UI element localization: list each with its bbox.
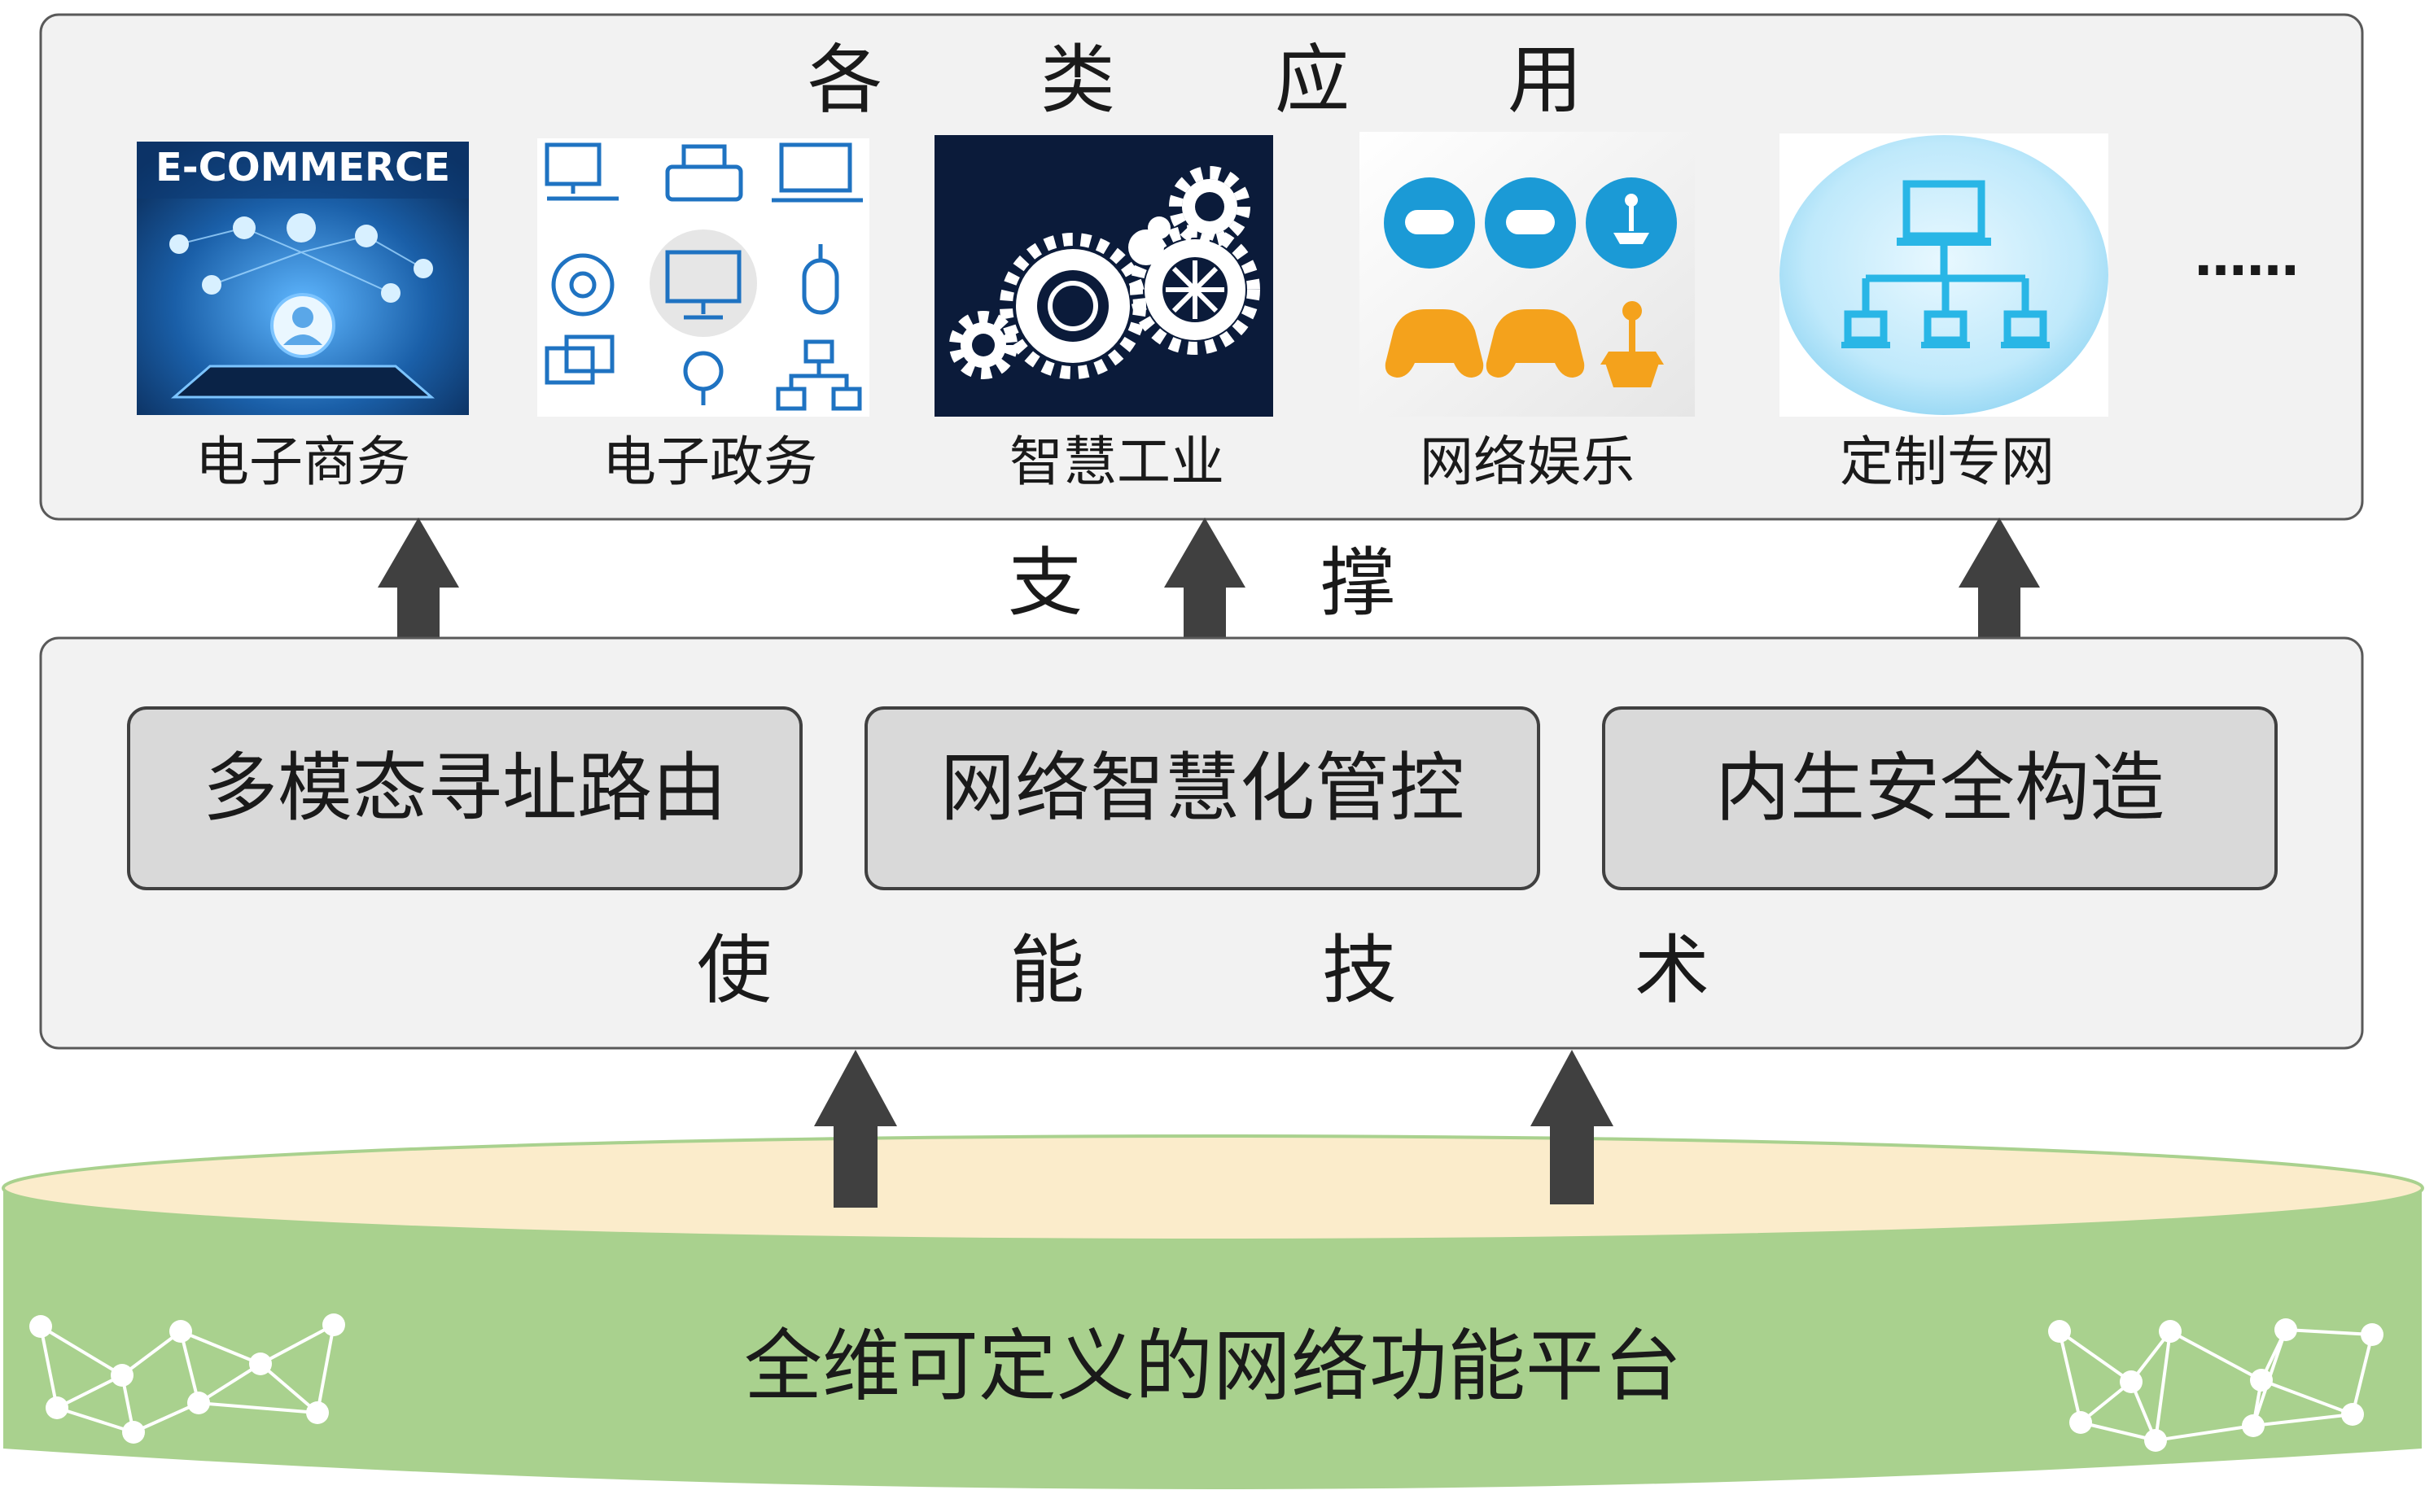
applications-title-char: 各	[808, 37, 882, 124]
platform-cylinder: 全维可定义的网络功能平台	[2, 1134, 2424, 1489]
tech-label: 内生安全构造	[1715, 745, 2165, 832]
ecommerce-image-text: E-COMMERCE	[155, 145, 450, 190]
app-label: 定制专网	[1840, 430, 2055, 493]
network-graph-left	[29, 1313, 345, 1444]
gears-image	[935, 135, 1273, 417]
app-network-entertainment: 网络娱乐	[1359, 132, 1695, 493]
app-egovernment: 电子政务	[537, 138, 869, 493]
tech-box-intelligent-management	[865, 706, 1540, 890]
tech-label: 多模态寻址路由	[203, 745, 727, 832]
app-label: 智慧工业	[1009, 430, 1224, 493]
support-arrow	[1959, 518, 2040, 643]
support-arrow	[378, 518, 459, 643]
applications-title-char: 类	[1040, 37, 1115, 124]
support-label-char: 撑	[1320, 540, 1395, 627]
enabling-arrow	[814, 1050, 897, 1208]
platform-label: 全维可定义的网络功能平台	[744, 1321, 1682, 1412]
app-custom-private-network: 定制专网	[1779, 133, 2108, 493]
egovernment-devices-image	[537, 138, 869, 417]
enabling-arrow	[1530, 1050, 1613, 1204]
more-applications-ellipsis: ……	[2195, 228, 2299, 288]
ecommerce-image: E-COMMERCE	[137, 142, 469, 415]
game-controllers-image	[1359, 132, 1695, 417]
support-arrow	[1164, 518, 1245, 653]
enabling-arrows	[814, 1050, 1613, 1208]
app-label: 网络娱乐	[1420, 430, 1635, 493]
support-arrows	[378, 518, 2040, 653]
network-graph-right	[2048, 1318, 2383, 1452]
tech-label: 网络智慧化管控	[940, 745, 1464, 832]
app-label: 电子商务	[195, 430, 410, 493]
applications-title-char: 用	[1508, 37, 1582, 124]
enabling-label-char: 使	[697, 927, 772, 1014]
enabling-label-char: 能	[1009, 927, 1084, 1014]
enabling-label-char: 技	[1322, 927, 1397, 1014]
support-label-char: 支	[1008, 540, 1083, 627]
applications-title-char: 应	[1275, 37, 1350, 124]
app-label: 电子政务	[602, 430, 817, 493]
tech-box-multimodal-routing	[127, 706, 803, 890]
enabling-technologies-panel: 多模态寻址路由 网络智慧化管控 内生安全构造 使 能 技 术	[39, 636, 2364, 1050]
enabling-label-char: 术	[1635, 927, 1709, 1014]
applications-panel: 各 类 应 用 E-COMMERCE	[39, 13, 2364, 521]
app-ecommerce: E-COMMERCE 电子商务	[137, 142, 469, 493]
network-topology-image	[1779, 133, 2108, 417]
app-smart-industry: 智慧工业	[935, 135, 1273, 493]
tech-box-endogenous-security	[1602, 706, 2278, 890]
